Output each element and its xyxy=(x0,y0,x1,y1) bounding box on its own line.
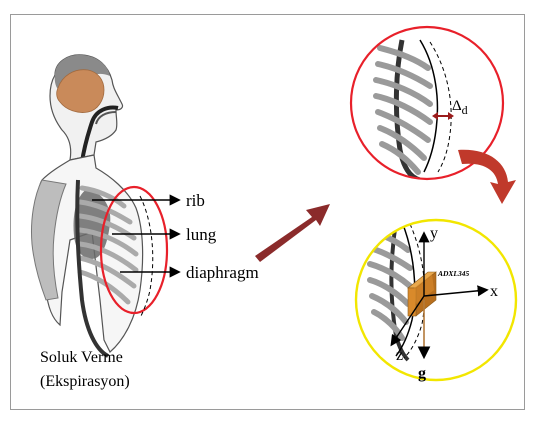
axis-x-label: x xyxy=(490,283,498,300)
caption-line1: Soluk Verme xyxy=(40,349,123,366)
axis-y-label: y xyxy=(430,225,438,242)
axis-z-label: z xyxy=(396,347,403,364)
label-rib: rib xyxy=(186,191,205,210)
sensor-label: ADXL345 xyxy=(437,269,470,278)
label-lung: lung xyxy=(186,225,217,244)
zoom-circle-bottom: ADXL345 y x z g xyxy=(356,220,516,382)
curved-arrow xyxy=(458,150,516,204)
axis-g-label: g xyxy=(418,365,426,382)
transition-arrow xyxy=(255,204,330,262)
caption-line2: (Ekspirasyon) xyxy=(40,373,130,390)
label-diaphragm: diaphragm xyxy=(186,263,259,282)
